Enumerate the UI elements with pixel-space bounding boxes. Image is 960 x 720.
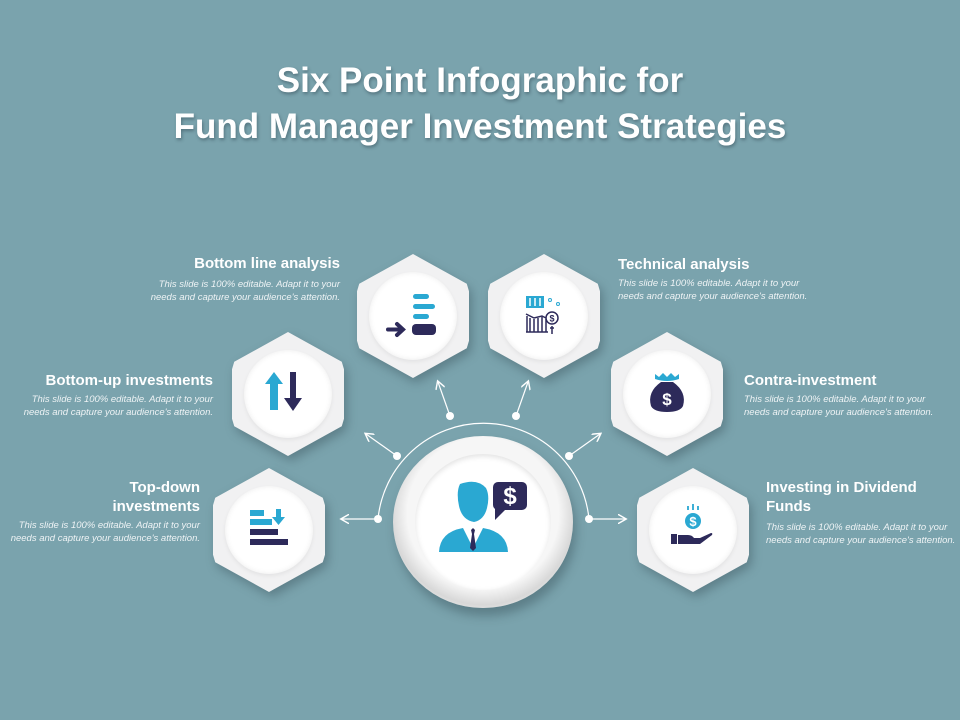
item-desc: This slide is 100% editable. Adapt it to…: [10, 520, 200, 544]
center-node: $: [393, 436, 573, 608]
title-line-1: Six Point Infographic for: [276, 61, 684, 100]
hex-bottom-up-investments: [232, 332, 344, 456]
hand-coin-icon: $: [671, 504, 713, 544]
item-desc: This slide is 100% editable. Adapt it to…: [150, 279, 340, 303]
hex-contra-investment: $: [611, 332, 723, 456]
chart-dollar-icon: $: [525, 296, 560, 334]
item-desc: This slide is 100% editable. Adapt it to…: [744, 394, 934, 418]
money-bag-icon: $: [650, 373, 684, 412]
hex-investing-dividend-funds: $: [637, 468, 749, 592]
svg-text:$: $: [503, 483, 517, 510]
hex-technical-analysis: $: [488, 254, 600, 378]
svg-text:$: $: [549, 314, 554, 324]
sort-down-bars-icon: [250, 509, 288, 545]
hex-top-down-investments: [213, 468, 325, 592]
hex-bottom-line-analysis: [357, 254, 469, 378]
item-title: Bottom line analysis: [194, 255, 340, 272]
item-title: Contra-investment: [744, 372, 877, 389]
svg-text:$: $: [689, 514, 697, 529]
title-line-2: Fund Manager Investment Strategies: [173, 107, 787, 146]
up-down-arrows-icon: [265, 372, 302, 411]
item-title: Technical analysis: [618, 256, 750, 273]
page-title: Six Point Infographic for Fund Manager I…: [0, 58, 960, 150]
businessman-dollar-speech-icon: $: [439, 481, 527, 552]
align-right-arrow-icon: [386, 294, 436, 337]
item-desc: This slide is 100% editable. Adapt it to…: [618, 278, 808, 302]
item-title: Investing in Dividend Funds: [766, 479, 917, 515]
item-desc: This slide is 100% editable. Adapt it to…: [23, 394, 213, 418]
svg-text:$: $: [662, 390, 672, 409]
item-title: Top-down investments: [112, 479, 200, 515]
item-title: Bottom-up investments: [45, 372, 213, 389]
item-desc: This slide is 100% editable. Adapt it to…: [766, 522, 956, 546]
